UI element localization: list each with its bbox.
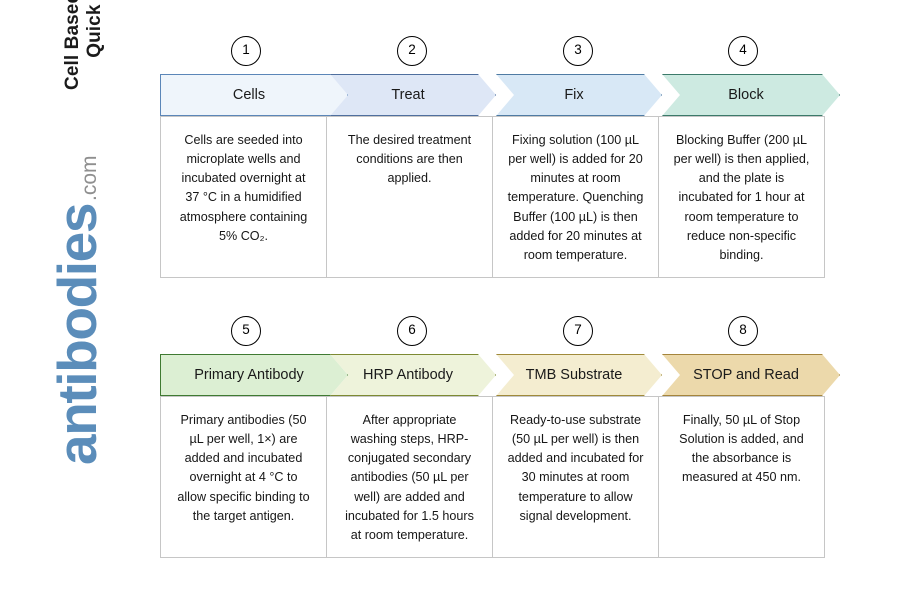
- step-description-cell-1: Cells are seeded into microplate wells a…: [160, 116, 327, 278]
- step-description-text: Cells are seeded into microplate wells a…: [179, 133, 308, 243]
- step-number-badge-6: 6: [397, 316, 427, 346]
- step-description-text: After appropriate washing steps, HRP-con…: [345, 413, 474, 542]
- step-chevron-5[interactable]: Primary Antibody: [160, 354, 348, 396]
- step-description-text: Finally, 50 µL of Stop Solution is added…: [679, 413, 804, 485]
- step-chevron-label: Primary Antibody: [194, 367, 304, 383]
- step-description-strip: Cells are seeded into microplate wells a…: [160, 116, 825, 278]
- step-number-badge-4: 4: [728, 36, 758, 66]
- step-description-text: The desired treatment conditions are the…: [347, 133, 472, 186]
- step-description-text: Ready-to-use substrate (50 µL per well) …: [507, 413, 644, 523]
- brand-logo-word: antibodies: [46, 203, 108, 465]
- step-chevron-label: Fix: [564, 87, 584, 103]
- step-chevron-6[interactable]: HRP Antibody: [330, 354, 496, 396]
- step-chevron-label: Cells: [232, 87, 266, 103]
- page-title-line-1: Cell Based ELISA Kits: [62, 0, 84, 90]
- page-title-line-2: Quick Protocol: [84, 0, 106, 90]
- step-number-strip: 1 2 3 4: [160, 36, 825, 74]
- step-chevron-label: Block: [728, 87, 764, 103]
- page-title: Cell Based ELISA Kits Quick Protocol: [53, 0, 115, 90]
- step-chevron-2[interactable]: Treat: [330, 74, 496, 116]
- step-chevron-label: Treat: [391, 87, 425, 103]
- step-number-badge-8: 8: [728, 316, 758, 346]
- step-description-text: Fixing solution (100 µL per well) is add…: [507, 133, 644, 262]
- step-description-cell-6: After appropriate washing steps, HRP-con…: [326, 396, 493, 558]
- step-description-text: Primary antibodies (50 µL per well, 1×) …: [177, 413, 310, 523]
- step-chevron-label: TMB Substrate: [525, 367, 623, 383]
- step-chevron-label: HRP Antibody: [362, 367, 453, 383]
- step-chevron-strip: Primary Antibody HRP Antibody TMB Substrat…: [160, 354, 840, 396]
- brand-logo: antibodies .com: [46, 155, 130, 465]
- step-chevron-strip: Cells Treat Fix Block: [160, 74, 840, 116]
- step-number-badge-3: 3: [563, 36, 593, 66]
- step-description-cell-7: Ready-to-use substrate (50 µL per well) …: [492, 396, 659, 558]
- step-number-badge-2: 2: [397, 36, 427, 66]
- step-description-cell-3: Fixing solution (100 µL per well) is add…: [492, 116, 659, 278]
- step-number-strip: 5 6 7 8: [160, 316, 825, 354]
- step-chevron-4[interactable]: Block: [662, 74, 840, 116]
- step-description-cell-2: The desired treatment conditions are the…: [326, 116, 493, 278]
- step-chevron-3[interactable]: Fix: [496, 74, 662, 116]
- brand-logo-tld: .com: [78, 155, 101, 201]
- step-number-badge-1: 1: [231, 36, 261, 66]
- step-chevron-8[interactable]: STOP and Read: [662, 354, 840, 396]
- step-number-badge-7: 7: [563, 316, 593, 346]
- step-chevron-label: STOP and Read: [693, 367, 799, 383]
- step-description-text: Blocking Buffer (200 µL per well) is the…: [673, 133, 810, 262]
- step-chevron-7[interactable]: TMB Substrate: [496, 354, 662, 396]
- step-number-badge-5: 5: [231, 316, 261, 346]
- step-description-strip: Primary antibodies (50 µL per well, 1×) …: [160, 396, 825, 558]
- step-description-cell-8: Finally, 50 µL of Stop Solution is added…: [658, 396, 825, 558]
- step-chevron-1[interactable]: Cells: [160, 74, 348, 116]
- step-description-cell-4: Blocking Buffer (200 µL per well) is the…: [658, 116, 825, 278]
- step-description-cell-5: Primary antibodies (50 µL per well, 1×) …: [160, 396, 327, 558]
